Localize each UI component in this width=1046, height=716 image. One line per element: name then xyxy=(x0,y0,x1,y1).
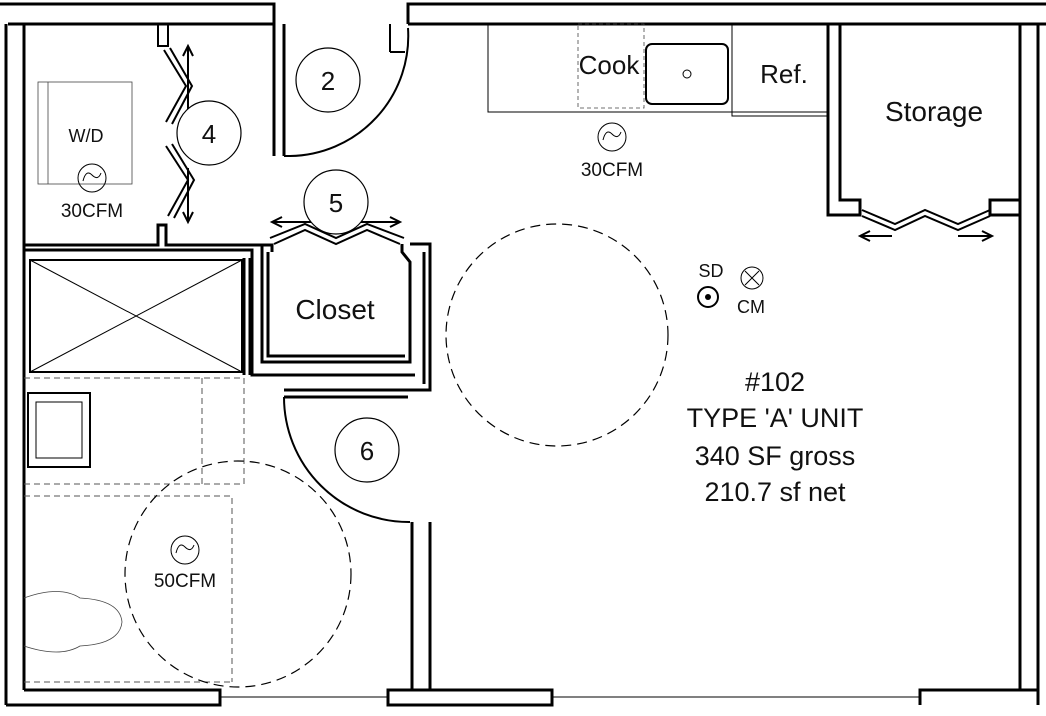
unit-number: #102 xyxy=(745,367,805,397)
laundry-fan-cfm: 30CFM xyxy=(61,201,123,222)
door-tag-5 xyxy=(303,169,369,235)
bath-fan-cfm: 50CFM xyxy=(154,571,216,592)
unit-gross-area: 340 SF gross xyxy=(695,441,856,471)
unit-type: TYPE 'A' UNIT xyxy=(687,403,864,433)
interior-walls xyxy=(24,4,1020,690)
smoke-detector-dot xyxy=(705,294,711,300)
detectors: SD CM xyxy=(697,261,765,317)
door-tags: 2 4 5 6 xyxy=(176,47,400,483)
turning-circle xyxy=(445,223,669,447)
door-storage-bifold xyxy=(857,208,995,242)
shower xyxy=(29,259,243,373)
lavatory xyxy=(27,392,91,468)
cook-label: Cook xyxy=(579,50,641,80)
door-tag-4-label: 4 xyxy=(202,119,216,149)
bathroom: 50CFM xyxy=(23,377,352,688)
door-tag-2-label: 2 xyxy=(321,66,335,96)
co-monitor-label: CM xyxy=(737,297,765,317)
door-2-swing xyxy=(284,27,410,157)
laundry-fan-icon xyxy=(77,163,107,193)
bath-turning-circle xyxy=(124,460,352,688)
refrigerator xyxy=(731,23,829,117)
bath-fan-icon xyxy=(170,535,200,565)
smoke-detector-label: SD xyxy=(698,261,723,281)
sink-drain xyxy=(682,69,692,79)
sink xyxy=(645,43,729,105)
washer-dryer xyxy=(37,81,133,185)
door-tag-6 xyxy=(334,417,400,483)
refrigerator-label: Ref. xyxy=(760,59,808,89)
door-tag-6-label: 6 xyxy=(360,436,374,466)
door-tag-4 xyxy=(176,100,242,166)
smoke-detector-icon xyxy=(697,286,719,308)
co-monitor-icon xyxy=(740,266,764,290)
kitchen-fan-icon xyxy=(597,122,627,152)
kitchen: Cook Ref. 30CFM xyxy=(487,23,829,181)
door-6-swing xyxy=(283,396,411,524)
washer-dryer-label: W/D xyxy=(69,126,104,146)
door-tag-2 xyxy=(295,47,361,113)
toilet xyxy=(23,591,123,653)
door-4-bifold xyxy=(163,43,196,225)
unit-net-area: 210.7 sf net xyxy=(704,477,846,507)
kitchen-fan-cfm: 30CFM xyxy=(581,160,643,181)
storage-label: Storage xyxy=(885,96,983,127)
fan-swirl-icon xyxy=(602,131,622,141)
doors xyxy=(163,27,995,524)
laundry: W/D 30CFM xyxy=(37,81,133,222)
unit-info: #102 TYPE 'A' UNIT 340 SF gross 210.7 sf… xyxy=(687,367,864,507)
closet-label: Closet xyxy=(295,294,375,325)
door-tag-5-label: 5 xyxy=(329,188,343,218)
cooktop xyxy=(577,23,645,109)
